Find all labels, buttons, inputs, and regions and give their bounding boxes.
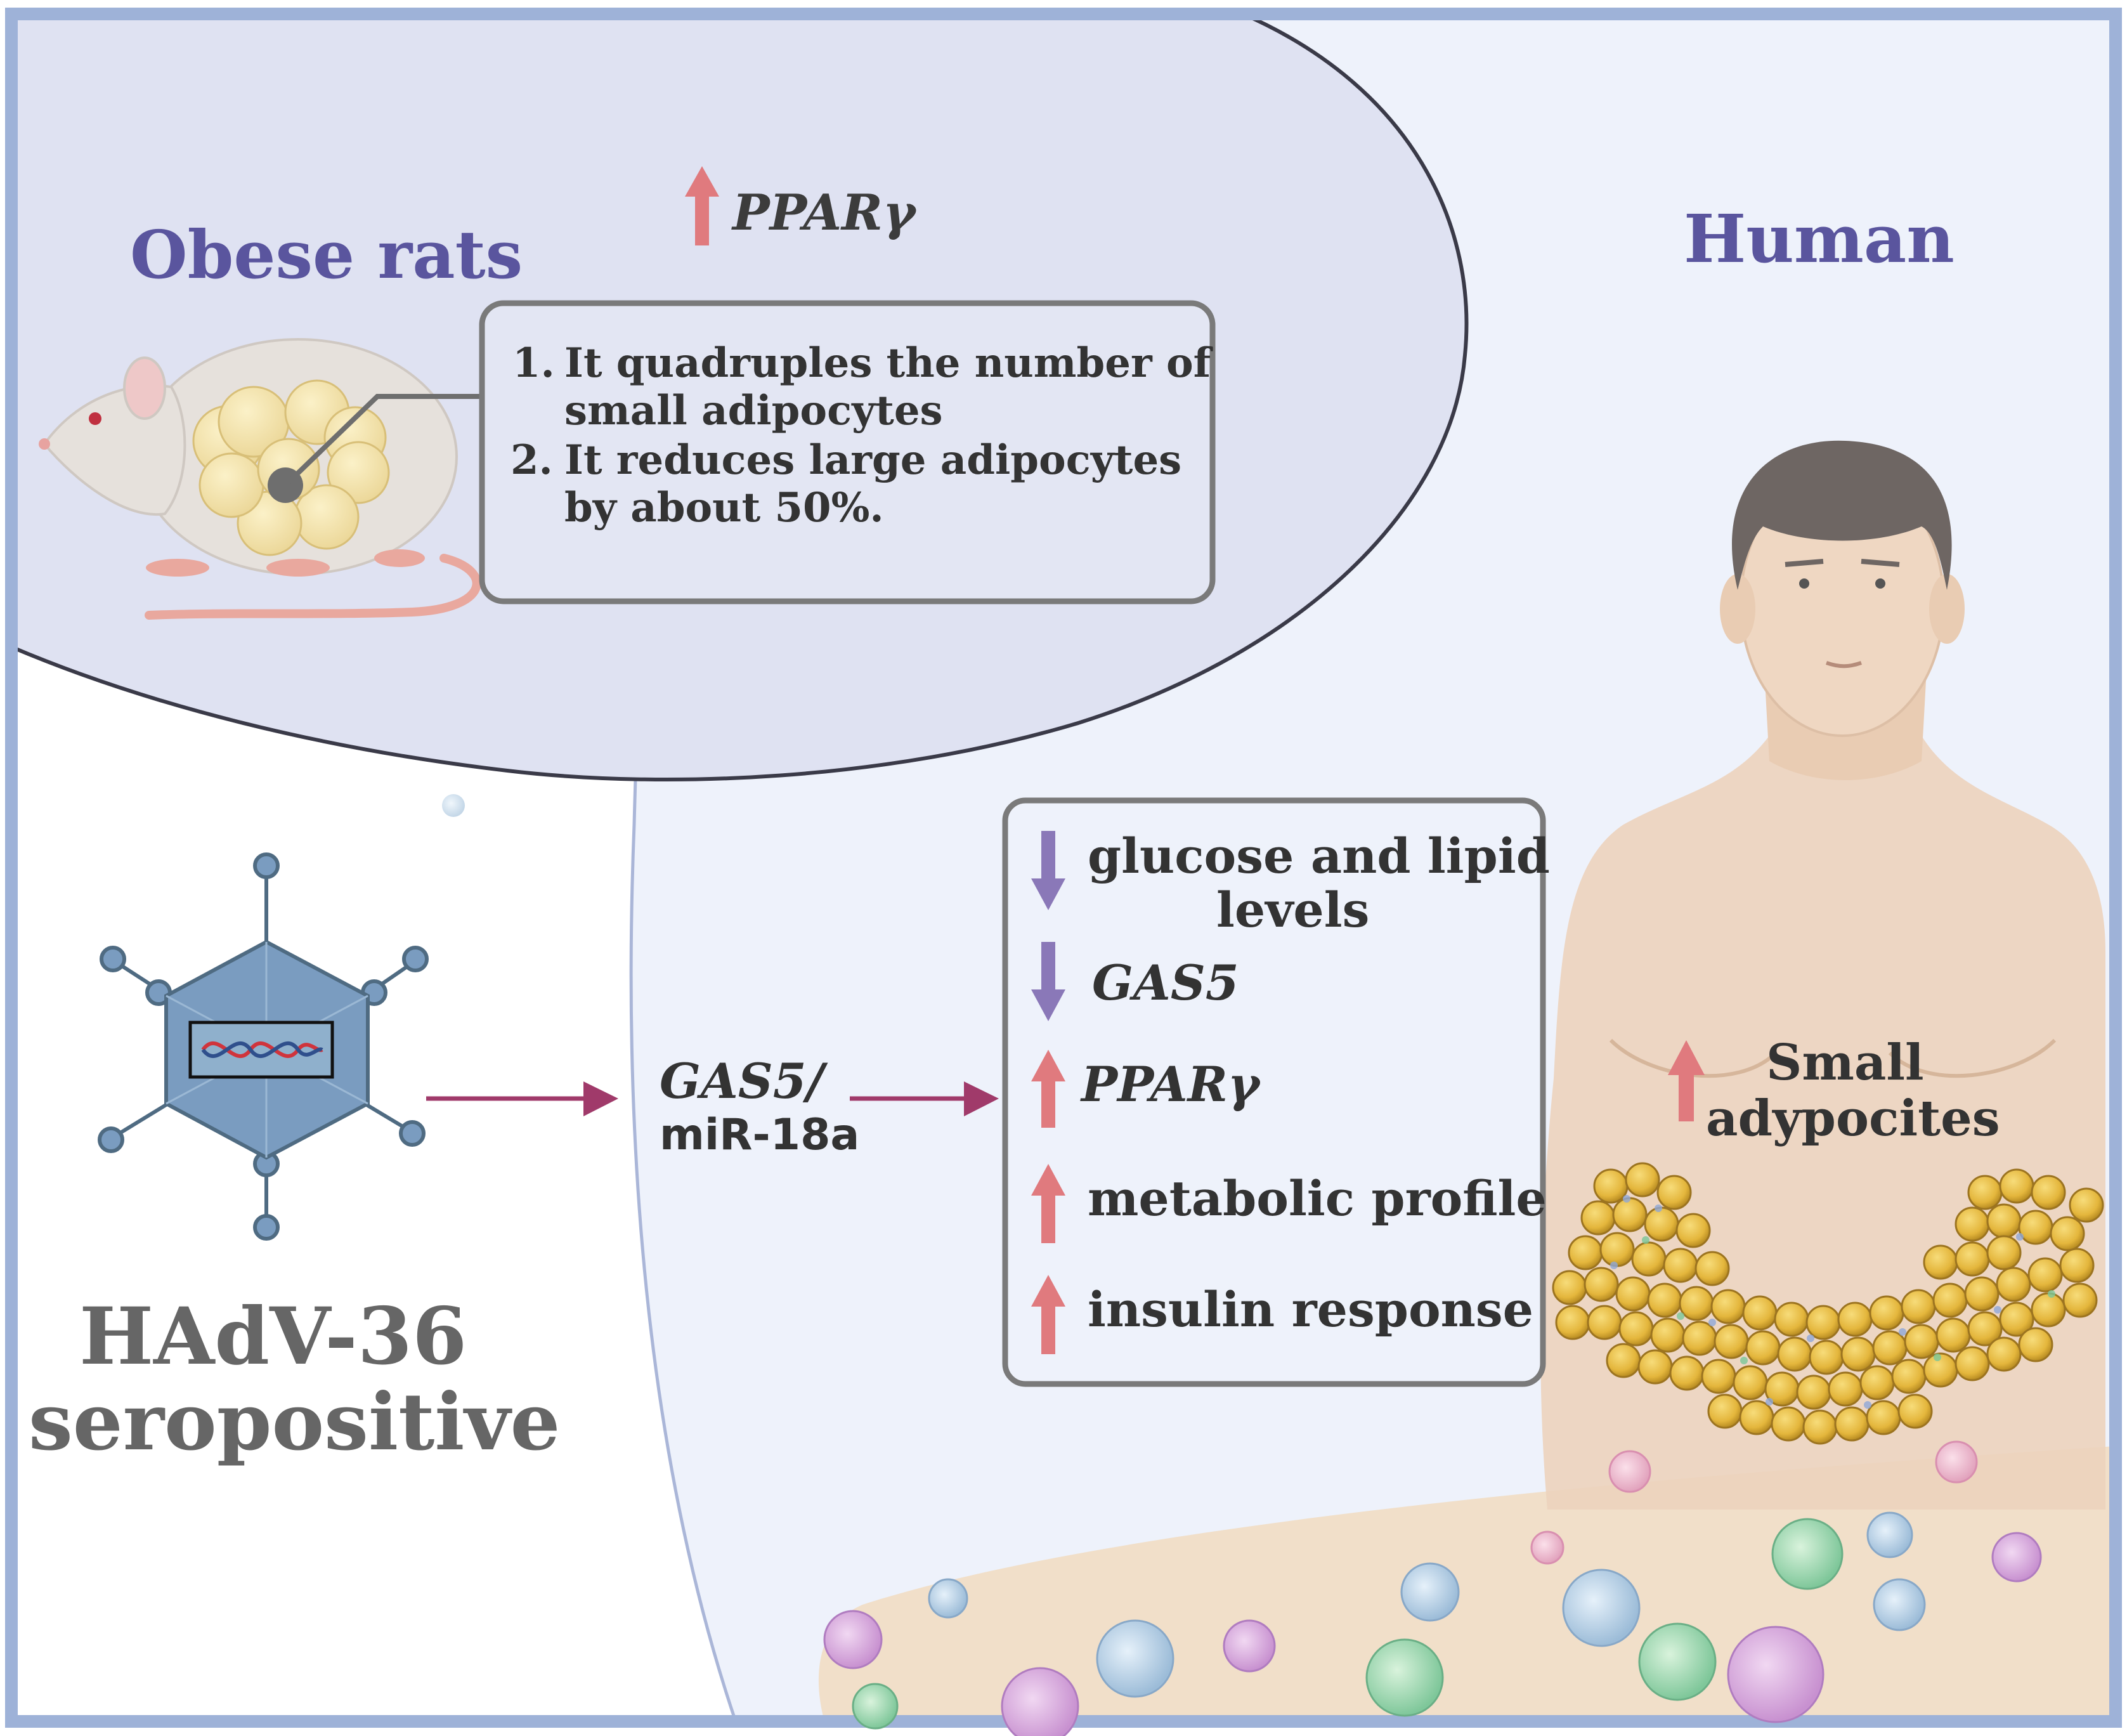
effect-label: insulin response: [1088, 1281, 1534, 1338]
arrow-up-icon: [1031, 1275, 1065, 1354]
finding-line: It quadruples the number of: [564, 339, 1211, 387]
arrow-up-icon: [1031, 1164, 1065, 1243]
dna-icon: [188, 1021, 334, 1079]
flow-arrow-icon: [850, 1081, 999, 1116]
small-cells-label-line2: adypocites: [1706, 1090, 2000, 1147]
virus-label-line1: HAdV-36: [79, 1291, 467, 1383]
effects-box: [1002, 797, 1546, 1387]
effect-label: PPARγ: [1081, 1056, 1260, 1113]
finding-number: 1.: [512, 339, 555, 387]
finding-number: 2.: [511, 436, 553, 484]
rat-ppar-label: PPARγ: [732, 184, 916, 242]
arrow-up-icon: [1668, 1040, 1705, 1121]
flow-arrow-icon: [426, 1081, 618, 1116]
rat-findings-box: [479, 300, 1216, 604]
finding-line: small adipocytes: [564, 387, 943, 434]
adipose-cells: [1552, 1162, 2104, 1445]
pathway-line1: GAS5/: [660, 1053, 824, 1109]
effect-label: metabolic profile: [1088, 1170, 1547, 1227]
pathway-line2: miR-18a: [660, 1110, 860, 1160]
small-cells-label-line1: Small: [1766, 1034, 1924, 1092]
arrow-down-icon: [1031, 831, 1065, 910]
immune-cells: [442, 794, 2042, 1736]
adipose-cell-dots: [1610, 1195, 2024, 1409]
virus-label-line2: seropositive: [29, 1376, 561, 1468]
arrow-up-icon: [685, 166, 719, 245]
finding-line: by about 50%.: [564, 484, 884, 532]
effect-label: GAS5: [1092, 955, 1239, 1011]
rat-illustration: [39, 338, 481, 620]
arrow-up-icon: [1031, 1050, 1065, 1128]
effect-label: glucose and lipid: [1088, 828, 1550, 884]
finding-line: It reduces large adipocytes: [564, 436, 1182, 484]
human-panel-title: Human: [1684, 200, 1955, 278]
effect-label: levels: [1216, 882, 1370, 938]
rat-panel-title: Obese rats: [130, 216, 523, 294]
arrow-down-icon: [1031, 942, 1065, 1021]
